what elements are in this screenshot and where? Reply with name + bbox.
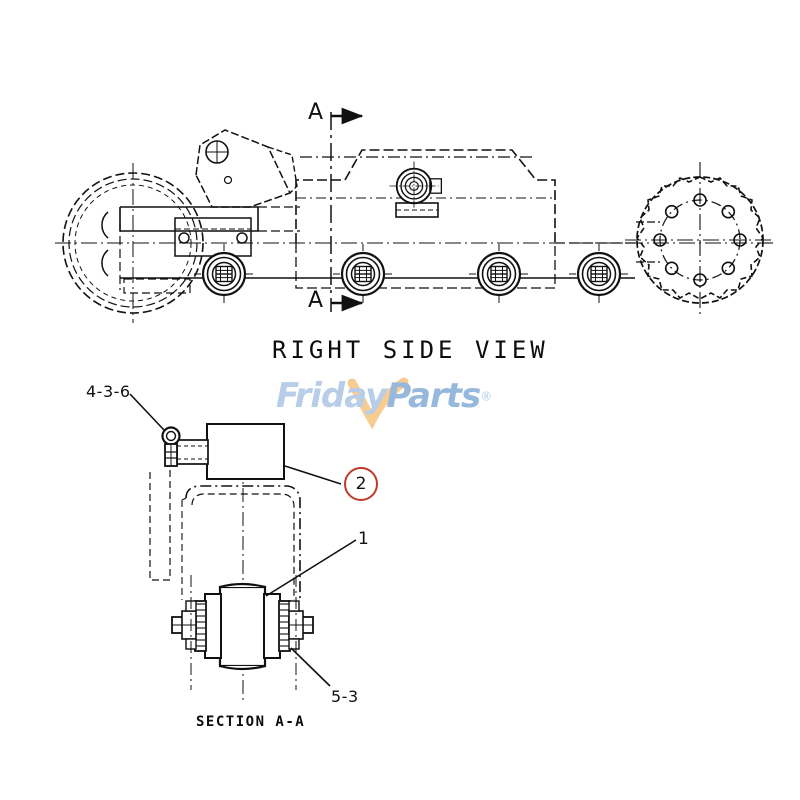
carrier-roller-base — [395, 202, 439, 218]
section-track-frame-outline — [149, 470, 301, 600]
leader-line-4-3-6 — [129, 393, 165, 431]
section-marker-top-a: A — [308, 100, 324, 125]
carrier-roller — [389, 161, 443, 211]
section-marker-bottom-a: A — [308, 288, 324, 313]
section-cut-line-a-a — [330, 107, 364, 312]
track-roller-cross-section — [171, 575, 314, 690]
front-idler-wheel — [62, 163, 204, 323]
leader-line-5-3 — [290, 647, 331, 687]
track-roller-1 — [192, 242, 256, 306]
roller-mount-bolt-left — [171, 600, 197, 650]
grease-fitting — [161, 426, 181, 467]
part-label-4-3-6: 4-3-6 — [86, 382, 131, 401]
track-roller-3 — [467, 242, 531, 306]
track-roller-2 — [331, 242, 395, 306]
right-side-view-title: RIGHT SIDE VIEW — [272, 336, 549, 364]
carrier-mount-plate — [174, 217, 252, 257]
leader-line-2 — [284, 465, 342, 485]
callout-balloon-2-label: 2 — [355, 473, 367, 494]
track-roller-4 — [567, 242, 631, 306]
drive-sprocket — [625, 162, 775, 318]
part-label-1: 1 — [358, 529, 369, 549]
section-a-a-view-group — [129, 393, 357, 700]
roller-mount-bolt-right — [288, 600, 314, 650]
idler-support-bracket — [195, 129, 298, 208]
part-label-5-3: 5-3 — [331, 687, 359, 706]
callout-balloon-2[interactable]: 2 — [344, 467, 378, 501]
watermark-check-icon — [347, 377, 409, 430]
right-side-view-group — [55, 107, 775, 323]
fridayparts-watermark — [347, 377, 409, 430]
section-upper-housing — [161, 423, 285, 480]
section-a-a-title: SECTION A-A — [196, 714, 306, 730]
leader-line-1 — [265, 539, 357, 597]
